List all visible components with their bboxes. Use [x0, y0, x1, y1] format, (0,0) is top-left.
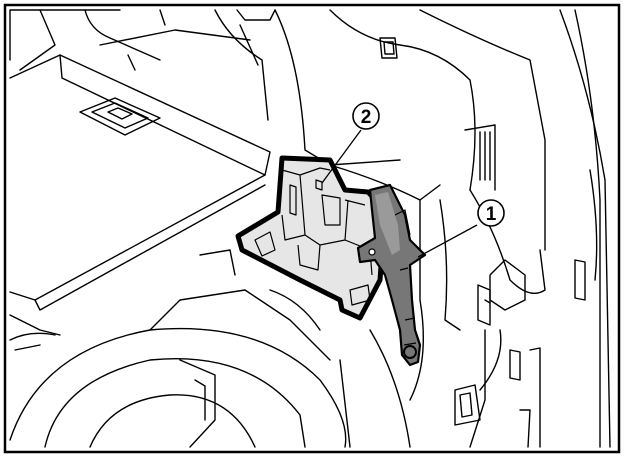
tool-pin: [369, 249, 375, 255]
tool-end-ring: [404, 346, 416, 358]
callout-2-number: 2: [361, 107, 372, 128]
callout-1-number: 1: [486, 204, 497, 225]
